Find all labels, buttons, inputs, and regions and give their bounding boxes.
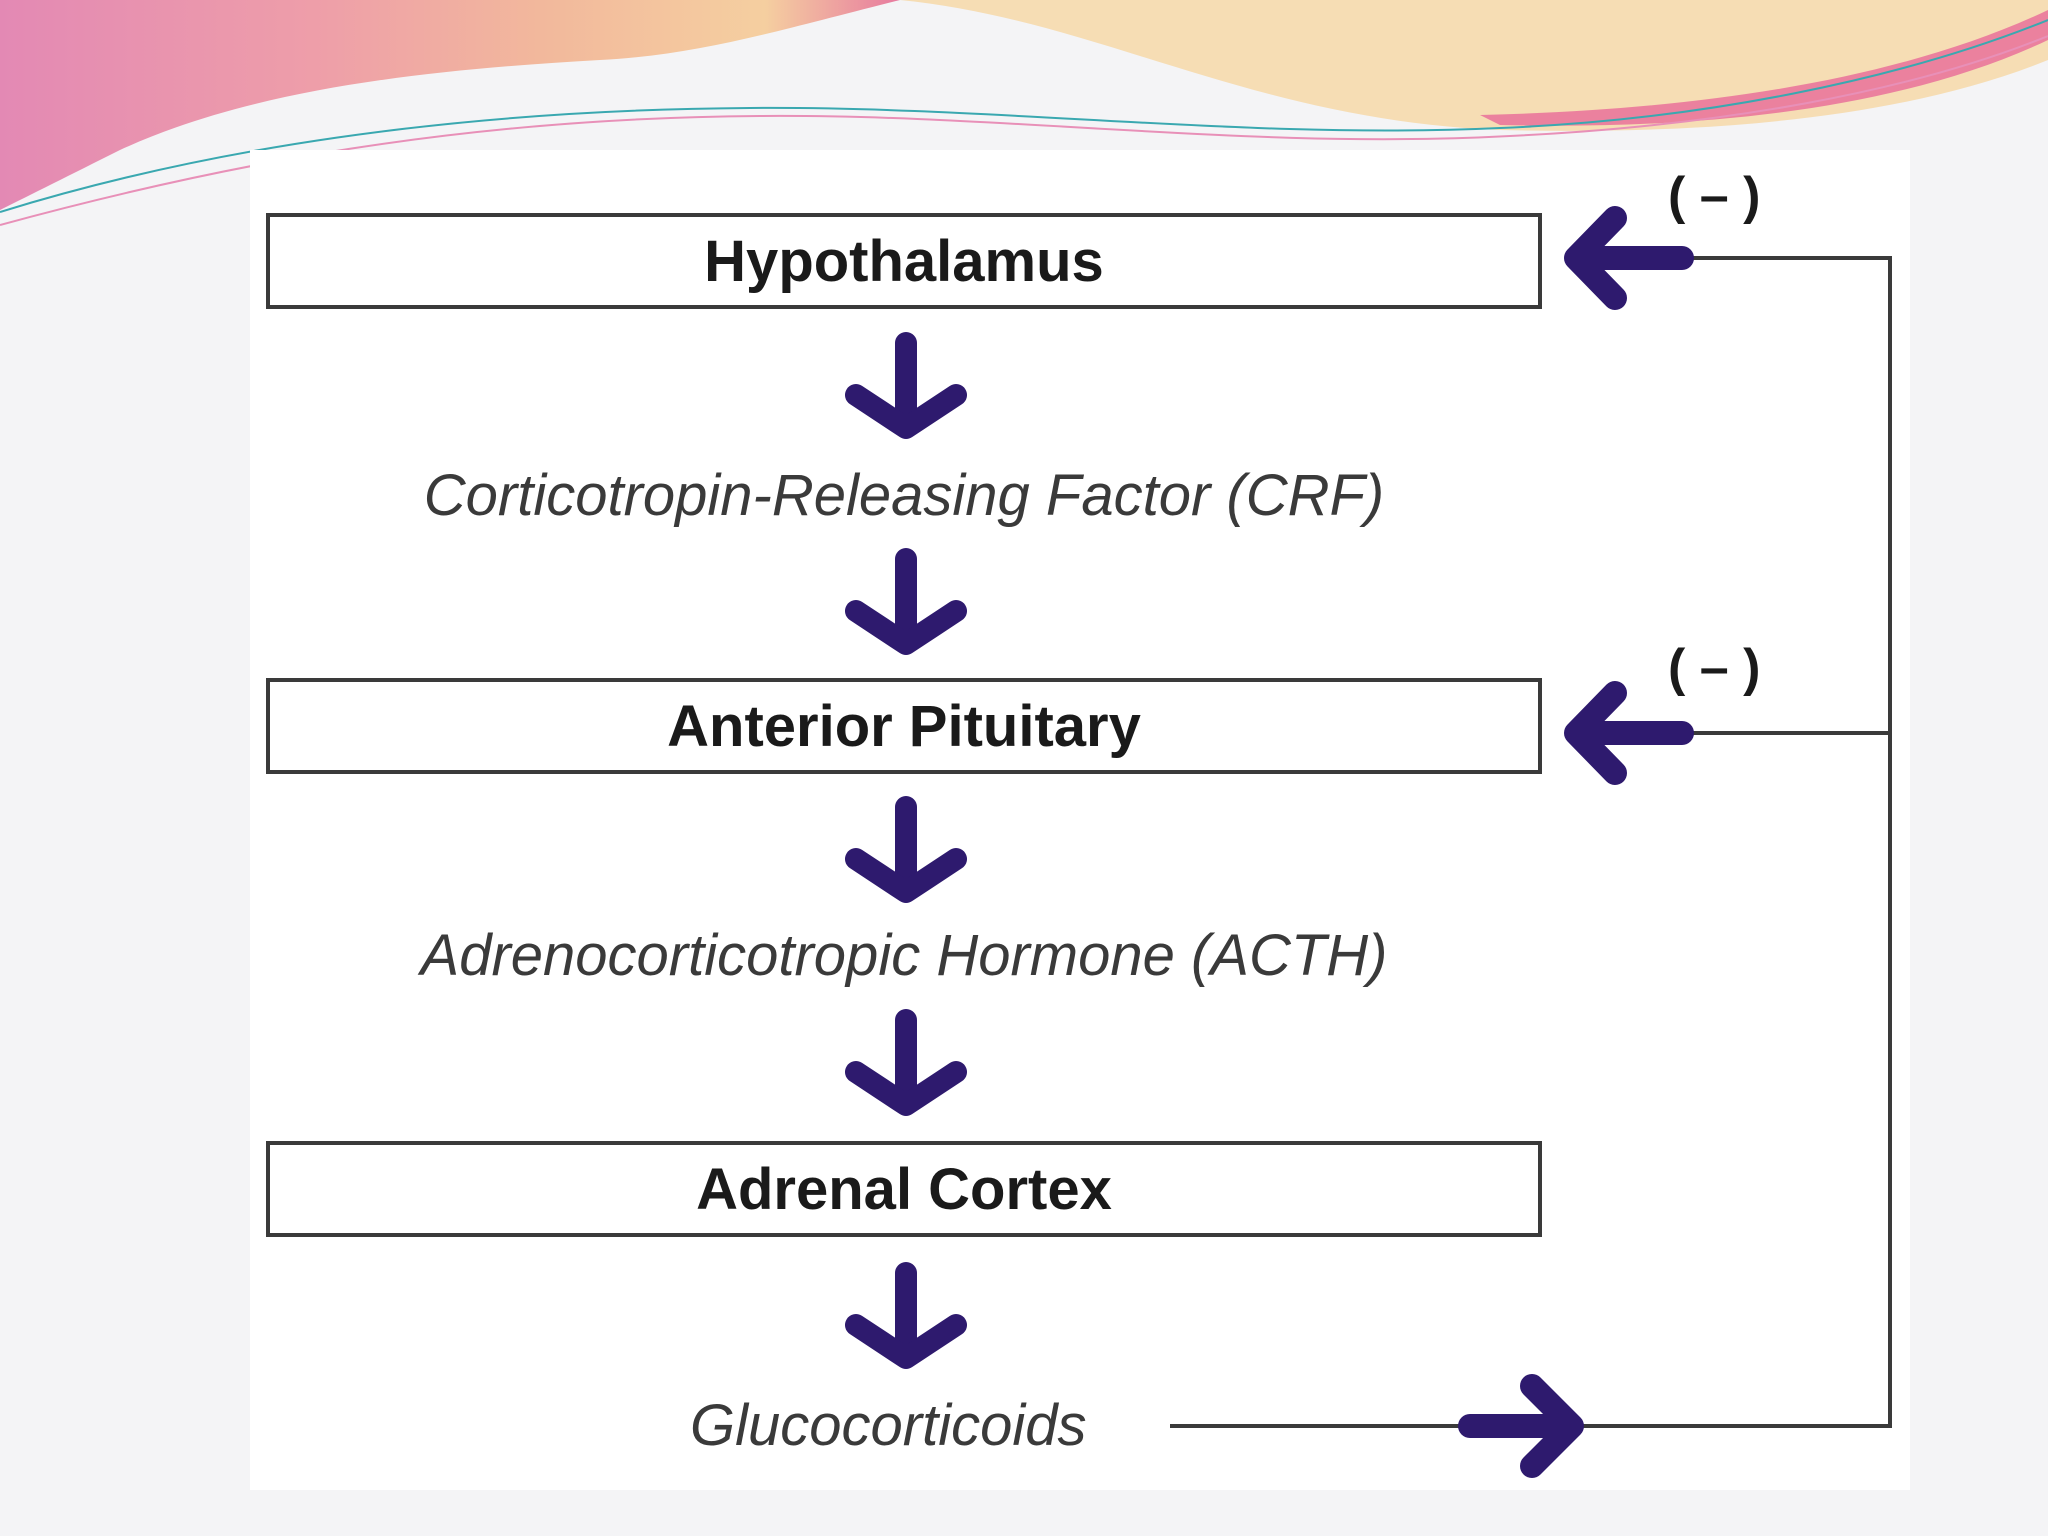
anterior-pituitary-box: Anterior Pituitary — [266, 678, 1542, 774]
acth-label: Adrenocorticotropic Hormone (ACTH) — [420, 923, 1388, 988]
adrenal-cortex-box: Adrenal Cortex — [266, 1141, 1542, 1237]
down-arrow-2 — [845, 548, 967, 655]
negative-feedback-sign-hypothalamus: ( – ) — [1668, 167, 1761, 225]
down-arrow-4 — [845, 1009, 967, 1116]
glucocorticoids-output-arrow — [1170, 1374, 1584, 1478]
feedback-arrow-pituitary — [1564, 681, 1694, 785]
down-arrow-1 — [845, 332, 967, 439]
hypothalamus-box: Hypothalamus — [266, 213, 1542, 309]
feedback-arrow-hypothalamus — [1564, 206, 1694, 310]
down-arrow-3 — [845, 796, 967, 903]
diagram-panel — [250, 150, 1910, 1490]
adrenal-cortex-label: Adrenal Cortex — [696, 1156, 1112, 1222]
hypothalamus-label: Hypothalamus — [704, 228, 1104, 294]
anterior-pituitary-label: Anterior Pituitary — [667, 693, 1141, 759]
crf-label: Corticotropin-Releasing Factor (CRF) — [423, 463, 1385, 528]
feedback-loop-line — [1178, 256, 1892, 1428]
negative-feedback-sign-pituitary: ( – ) — [1668, 639, 1761, 697]
glucocorticoids-label: Glucocorticoids — [690, 1393, 1087, 1458]
down-arrow-5 — [845, 1262, 967, 1369]
